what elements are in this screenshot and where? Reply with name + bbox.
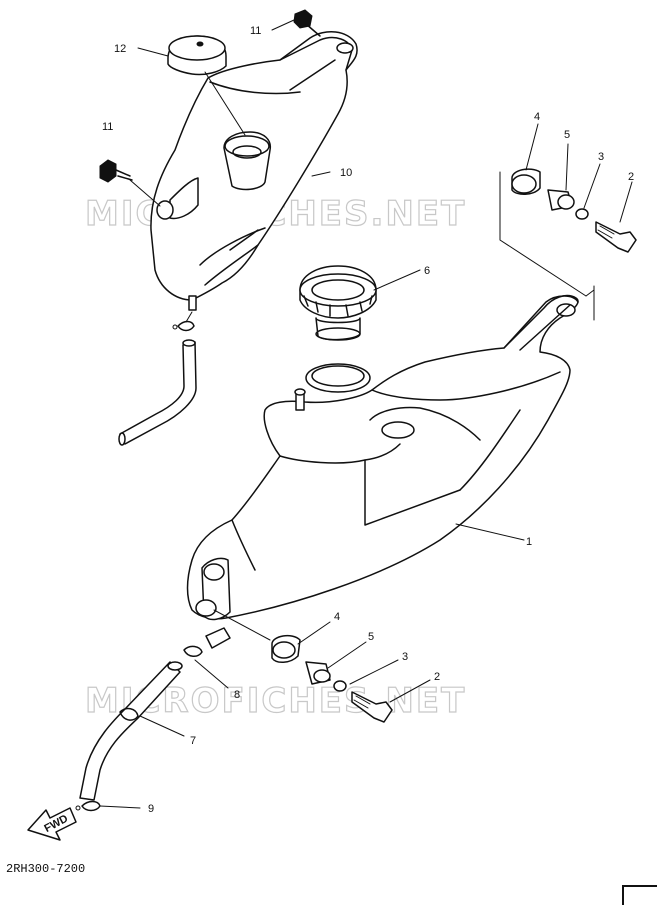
reservoir-cap (167, 35, 246, 136)
fuel-tank (186, 294, 579, 621)
filler-ring (305, 363, 371, 393)
callout-11-top: 11 (250, 25, 261, 37)
reservoir-hose (118, 311, 197, 446)
callout-2-top: 2 (628, 171, 634, 183)
callout-3-top: 3 (598, 151, 604, 163)
reference-code: 2RH300-7200 (6, 862, 86, 876)
callout-5-bottom: 5 (368, 631, 374, 643)
corner-mark (622, 885, 657, 905)
mount-hardware-bottom (213, 609, 431, 723)
fuel-cap (299, 265, 421, 341)
callout-1: 1 (526, 536, 532, 548)
fwd-arrow-icon: FWD (27, 807, 77, 841)
mount-hardware-top (499, 123, 637, 321)
callout-12: 12 (114, 43, 126, 55)
reservoir-tank (150, 31, 358, 311)
callout-7: 7 (190, 735, 196, 747)
callout-6: 6 (424, 265, 430, 277)
callout-10: 10 (340, 167, 352, 179)
callout-2-bottom: 2 (434, 671, 440, 683)
callout-8: 8 (234, 689, 240, 701)
callout-9: 9 (148, 803, 154, 815)
reservoir-bolt-top (293, 9, 321, 37)
callout-4-top: 4 (534, 111, 540, 123)
callout-4-bottom: 4 (334, 611, 340, 623)
callout-11-left: 11 (102, 121, 113, 133)
reservoir-bolt-left (99, 159, 161, 207)
callout-5-top: 5 (564, 129, 570, 141)
fuel-hose (75, 627, 231, 812)
callout-3-bottom: 3 (402, 651, 408, 663)
